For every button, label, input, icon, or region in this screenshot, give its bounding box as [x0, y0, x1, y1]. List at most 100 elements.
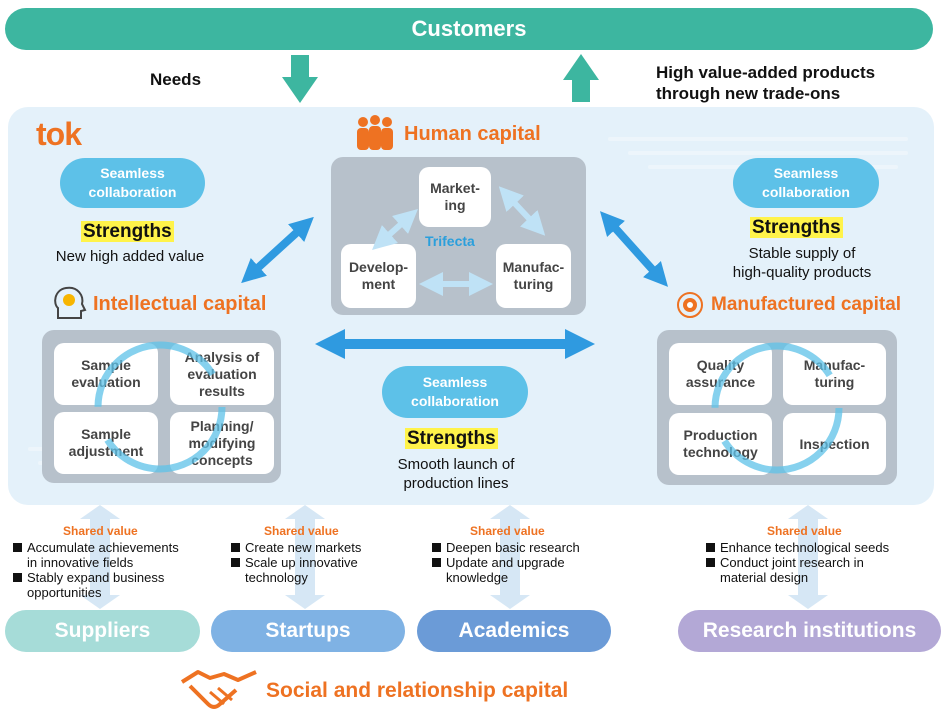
- stakeholder-startups: Startups: [211, 610, 405, 652]
- bullet-icon: [231, 558, 240, 567]
- left-strength-desc: New high added value: [55, 248, 205, 265]
- bullet-icon: [13, 543, 22, 552]
- bullet-text: material design: [720, 570, 809, 585]
- center-seamless-pill: Seamless collaboration: [382, 366, 528, 418]
- bullet-text: in innovative fields: [27, 555, 134, 570]
- human-capital-title: Human capital: [404, 123, 541, 145]
- social-relationship-capital-title: Social and relationship capital: [266, 679, 569, 702]
- stakeholder-label: Startups: [265, 619, 351, 642]
- card-text: results: [199, 382, 245, 399]
- bullet-icon: [231, 543, 240, 552]
- bullet-icon: [432, 543, 441, 552]
- intellectual-capital-title: Intellectual capital: [93, 293, 267, 315]
- left-pill-line-1: Seamless: [100, 165, 165, 181]
- right-pill-line-1: Seamless: [773, 165, 839, 181]
- shared-value-academics: Deepen basic research Update and upgrade…: [432, 540, 622, 585]
- bullet-text: Conduct joint research in: [720, 555, 864, 570]
- high-value-line-1: High value-added products: [656, 63, 876, 82]
- right-seamless-pill: Seamless collaboration: [733, 158, 879, 208]
- development-line-2: ment: [361, 276, 396, 292]
- center-strengths-label: Strengths: [405, 428, 498, 449]
- bullet-text: opportunities: [27, 585, 102, 600]
- card-text: turing: [814, 374, 855, 390]
- needs-label: Needs: [150, 70, 202, 89]
- bullet-text: Deepen basic research: [446, 540, 580, 555]
- value-arrow-up-icon: [563, 54, 599, 102]
- marketing-line-2: ing: [444, 197, 466, 213]
- stakeholder-label: Research institutions: [702, 619, 917, 642]
- gear-icon: [677, 292, 703, 318]
- right-desc-line-2: high-quality products: [732, 264, 872, 281]
- marketing-line-1: Market-: [430, 180, 480, 196]
- center-desc-line-2: production lines: [403, 475, 509, 492]
- trifecta-arrows: [372, 186, 546, 296]
- right-desc-line-1: Stable supply of: [748, 245, 856, 262]
- bullet-icon: [432, 558, 441, 567]
- bullet-icon: [706, 558, 715, 567]
- high-value-line-2: through new trade-ons: [656, 84, 841, 103]
- left-pill-line-2: collaboration: [88, 184, 177, 200]
- manufacturing-line-1: Manufac-: [502, 259, 565, 275]
- bullet-text: Stably expand business: [27, 570, 165, 585]
- stakeholder-academics: Academics: [417, 610, 611, 652]
- bullet-text: technology: [245, 570, 308, 585]
- bullet-text: Update and upgrade: [446, 555, 565, 570]
- people-icon: [357, 115, 393, 150]
- stakeholder-label: Suppliers: [54, 619, 151, 642]
- stakeholder-research-institutions: Research institutions: [678, 610, 941, 652]
- needs-arrow-down-icon: [282, 55, 318, 103]
- manufacturing-line-2: turing: [513, 276, 554, 292]
- card-text: concepts: [191, 451, 253, 468]
- customers-label: Customers: [411, 16, 527, 41]
- card-text: evaluation: [187, 365, 257, 382]
- bullet-icon: [13, 573, 22, 582]
- shared-value-title: Shared value: [767, 524, 842, 538]
- manufactured-cycle-arrow-icon: [711, 342, 843, 474]
- shared-value-research: Enhance technological seeds Conduct join…: [706, 540, 926, 585]
- left-strengths: Strengths: [81, 221, 174, 242]
- marketing-card: Market- ing: [419, 167, 491, 227]
- lightbulb-head-icon: [54, 286, 87, 319]
- manufacturing-card: Manufac- turing: [496, 244, 571, 308]
- center-pill-line-2: collaboration: [411, 393, 499, 409]
- left-seamless-pill: Seamless collaboration: [60, 158, 205, 208]
- intellectual-cycle-arrow-icon: [94, 341, 226, 473]
- shared-value-title: Shared value: [264, 524, 339, 538]
- right-strength-desc: Stable supply of high-quality products: [697, 244, 907, 282]
- handshake-icon: [180, 670, 257, 709]
- bullet-item: Deepen basic research: [432, 540, 622, 555]
- bullet-text: Accumulate achievements: [27, 540, 179, 555]
- right-strengths-label: Strengths: [750, 217, 843, 238]
- bullet-text: Create new markets: [245, 540, 362, 555]
- manufactured-capital-title: Manufactured capital: [711, 294, 902, 315]
- production-technology-card: Production technology: [669, 413, 772, 475]
- bullet-item: Enhance technological seeds: [706, 540, 926, 555]
- center-strength-desc: Smooth launch of production lines: [356, 455, 556, 493]
- right-pill-line-2: collaboration: [762, 184, 850, 200]
- center-pill-line-1: Seamless: [422, 374, 488, 390]
- shared-value-arrows: [80, 505, 828, 609]
- stakeholder-suppliers: Suppliers: [5, 610, 200, 652]
- center-strengths: Strengths: [405, 428, 498, 449]
- bullet-item: Create new markets: [231, 540, 411, 555]
- customers-bar: Customers: [5, 8, 933, 50]
- stakeholder-label: Academics: [458, 619, 570, 642]
- trifecta-label: Trifecta: [425, 233, 475, 249]
- right-strengths: Strengths: [750, 217, 843, 238]
- center-desc-line-1: Smooth launch of: [397, 456, 515, 473]
- bullet-text: knowledge: [446, 570, 509, 585]
- bullet-text: Enhance technological seeds: [720, 540, 890, 555]
- card-text: Sample: [81, 426, 131, 442]
- shared-value-title: Shared value: [63, 524, 138, 538]
- bullet-text: Scale up innovative: [245, 555, 358, 570]
- high-value-text: High value-added products through new tr…: [656, 62, 875, 104]
- tok-logo: tok: [36, 116, 82, 152]
- development-line-1: Develop-: [348, 259, 409, 275]
- card-text: Inspection: [799, 435, 870, 452]
- shared-value-title: Shared value: [470, 524, 545, 538]
